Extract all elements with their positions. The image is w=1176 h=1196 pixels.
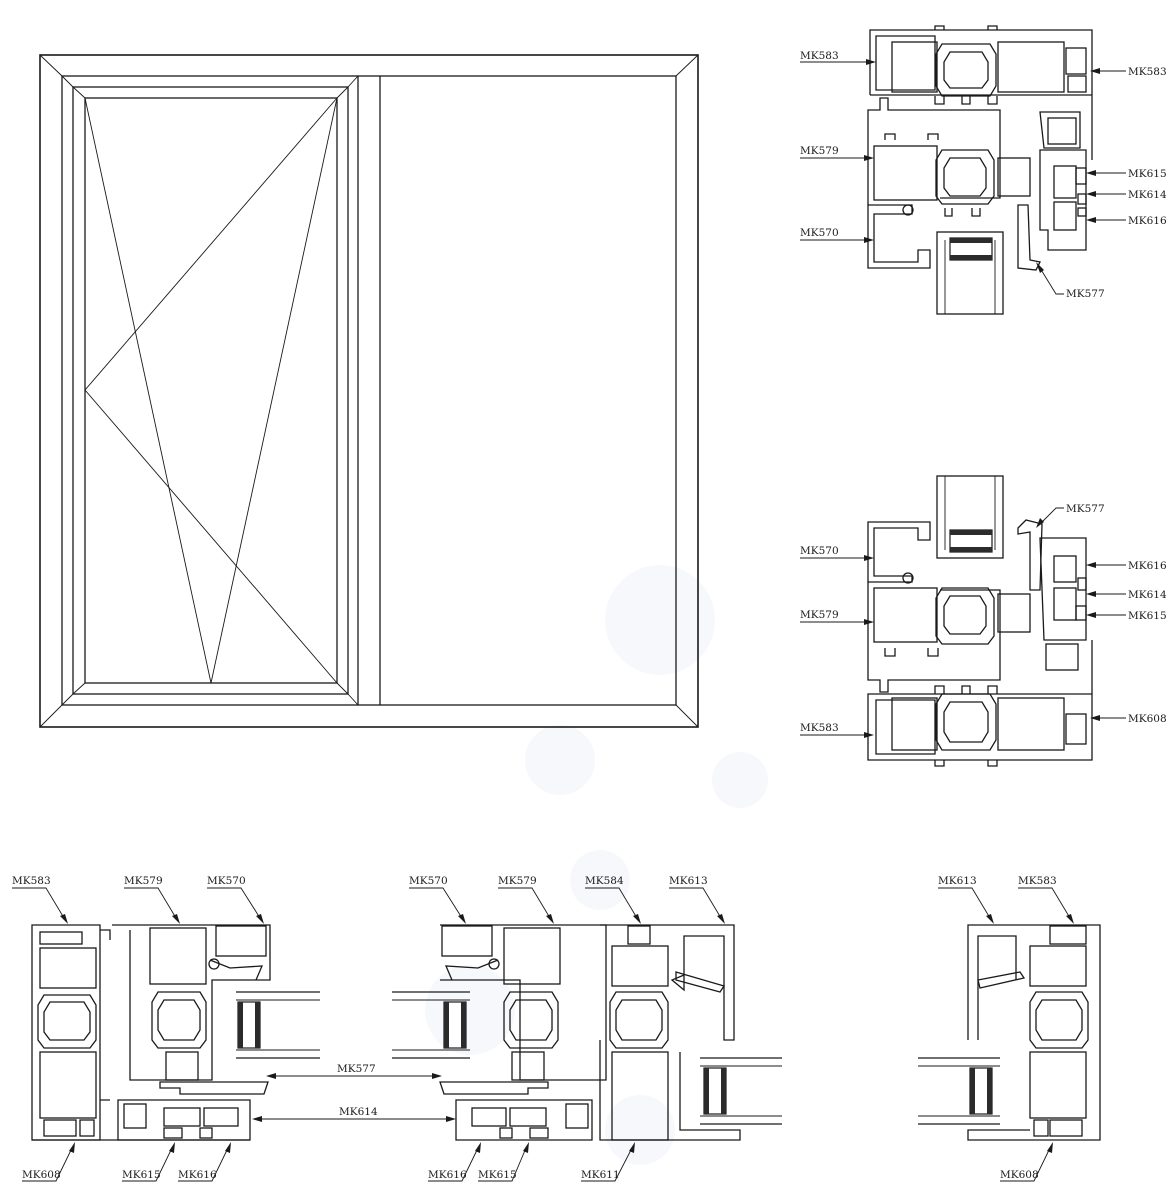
label-hm-mk613: MK613	[669, 875, 725, 924]
label-hr-mk608: MK608	[1000, 1142, 1053, 1182]
svg-text:MK616: MK616	[428, 1169, 467, 1181]
label-bottom-mk583: MK583	[800, 722, 874, 738]
svg-text:MK583: MK583	[1018, 875, 1057, 887]
svg-text:MK615: MK615	[1128, 610, 1167, 622]
svg-text:MK613: MK613	[938, 875, 977, 887]
label-bottom-mk614: MK614	[1086, 589, 1167, 601]
label-top-mk570: MK570	[800, 227, 874, 243]
section-horizontal-left	[31, 924, 320, 1141]
label-hm-mk611: MK611	[581, 1142, 635, 1182]
svg-text:MK616: MK616	[1128, 215, 1167, 227]
label-hl-mk577: MK577	[266, 1063, 442, 1079]
label-top-mk579: MK579	[800, 145, 874, 161]
svg-text:MK579: MK579	[800, 609, 839, 621]
svg-text:MK577: MK577	[1066, 503, 1105, 515]
label-hm-mk579: MK579	[498, 875, 554, 924]
section-horizontal-mid	[392, 924, 782, 1141]
svg-text:MK613: MK613	[669, 875, 708, 887]
svg-text:MK570: MK570	[800, 227, 839, 239]
label-bottom-mk615: MK615	[1086, 610, 1167, 622]
svg-text:MK616: MK616	[1128, 560, 1167, 572]
label-hl-mk615: MK615	[122, 1142, 175, 1182]
svg-text:MK570: MK570	[409, 875, 448, 887]
svg-text:MK577: MK577	[337, 1063, 376, 1075]
svg-text:MK608: MK608	[1128, 713, 1167, 725]
label-hl-mk570: MK570	[207, 875, 264, 924]
svg-text:MK579: MK579	[498, 875, 537, 887]
svg-text:MK615: MK615	[478, 1169, 517, 1181]
label-bottom-mk616: MK616	[1086, 560, 1167, 572]
svg-text:MK608: MK608	[22, 1169, 61, 1181]
svg-text:MK579: MK579	[800, 145, 839, 157]
label-bottom-mk570: MK570	[800, 545, 874, 561]
svg-text:MK570: MK570	[800, 545, 839, 557]
svg-text:MK570: MK570	[207, 875, 246, 887]
label-bottom-mk577: MK577	[1036, 503, 1105, 528]
label-hl-mk583: MK583	[12, 875, 68, 924]
svg-text:MK611: MK611	[581, 1169, 620, 1181]
label-hr-mk583: MK583	[1018, 875, 1074, 924]
watermark	[425, 565, 768, 1165]
label-hr-mk613: MK613	[938, 875, 994, 924]
svg-text:MK579: MK579	[124, 875, 163, 887]
label-bottom-mk579: MK579	[800, 609, 874, 625]
label-top-mk577: MK577	[1036, 262, 1105, 300]
casement-sash	[61, 75, 359, 706]
label-top-mk583-left: MK583	[800, 50, 876, 65]
labels: MK583 MK583 MK579 MK615 MK614 MK570	[12, 50, 1167, 1182]
svg-text:MK608: MK608	[1000, 1169, 1039, 1181]
svg-text:MK614: MK614	[1128, 189, 1167, 201]
section-top	[867, 25, 1093, 315]
svg-text:MK614: MK614	[1128, 589, 1167, 601]
label-hl-mk616: MK616	[178, 1142, 231, 1182]
svg-text:MK584: MK584	[585, 875, 624, 887]
svg-text:MK614: MK614	[339, 1106, 378, 1118]
label-top-mk616: MK616	[1086, 215, 1167, 227]
section-horizontal-right	[918, 924, 1101, 1141]
svg-text:MK615: MK615	[122, 1169, 161, 1181]
label-top-mk614: MK614	[1086, 189, 1167, 201]
label-hl-mk579: MK579	[124, 875, 180, 924]
section-bottom	[867, 475, 1093, 767]
label-hm-mk616: MK616	[428, 1142, 481, 1182]
label-hm-mk584: MK584	[585, 875, 641, 924]
label-bottom-mk608: MK608	[1090, 713, 1167, 725]
label-hm-mk615: MK615	[478, 1142, 529, 1182]
svg-text:MK616: MK616	[178, 1169, 217, 1181]
svg-text:MK615: MK615	[1128, 168, 1167, 180]
window-elevation	[39, 54, 699, 728]
label-hl-mk614: MK614	[252, 1106, 456, 1122]
svg-text:MK583: MK583	[800, 50, 839, 62]
label-top-mk615: MK615	[1086, 168, 1167, 180]
label-hl-mk608: MK608	[22, 1142, 75, 1182]
svg-text:MK577: MK577	[1066, 288, 1105, 300]
svg-text:MK583: MK583	[1128, 66, 1167, 78]
svg-text:MK583: MK583	[800, 722, 839, 734]
svg-text:MK583: MK583	[12, 875, 51, 887]
label-top-mk583-right: MK583	[1090, 66, 1167, 78]
label-hm-mk570: MK570	[409, 875, 466, 924]
